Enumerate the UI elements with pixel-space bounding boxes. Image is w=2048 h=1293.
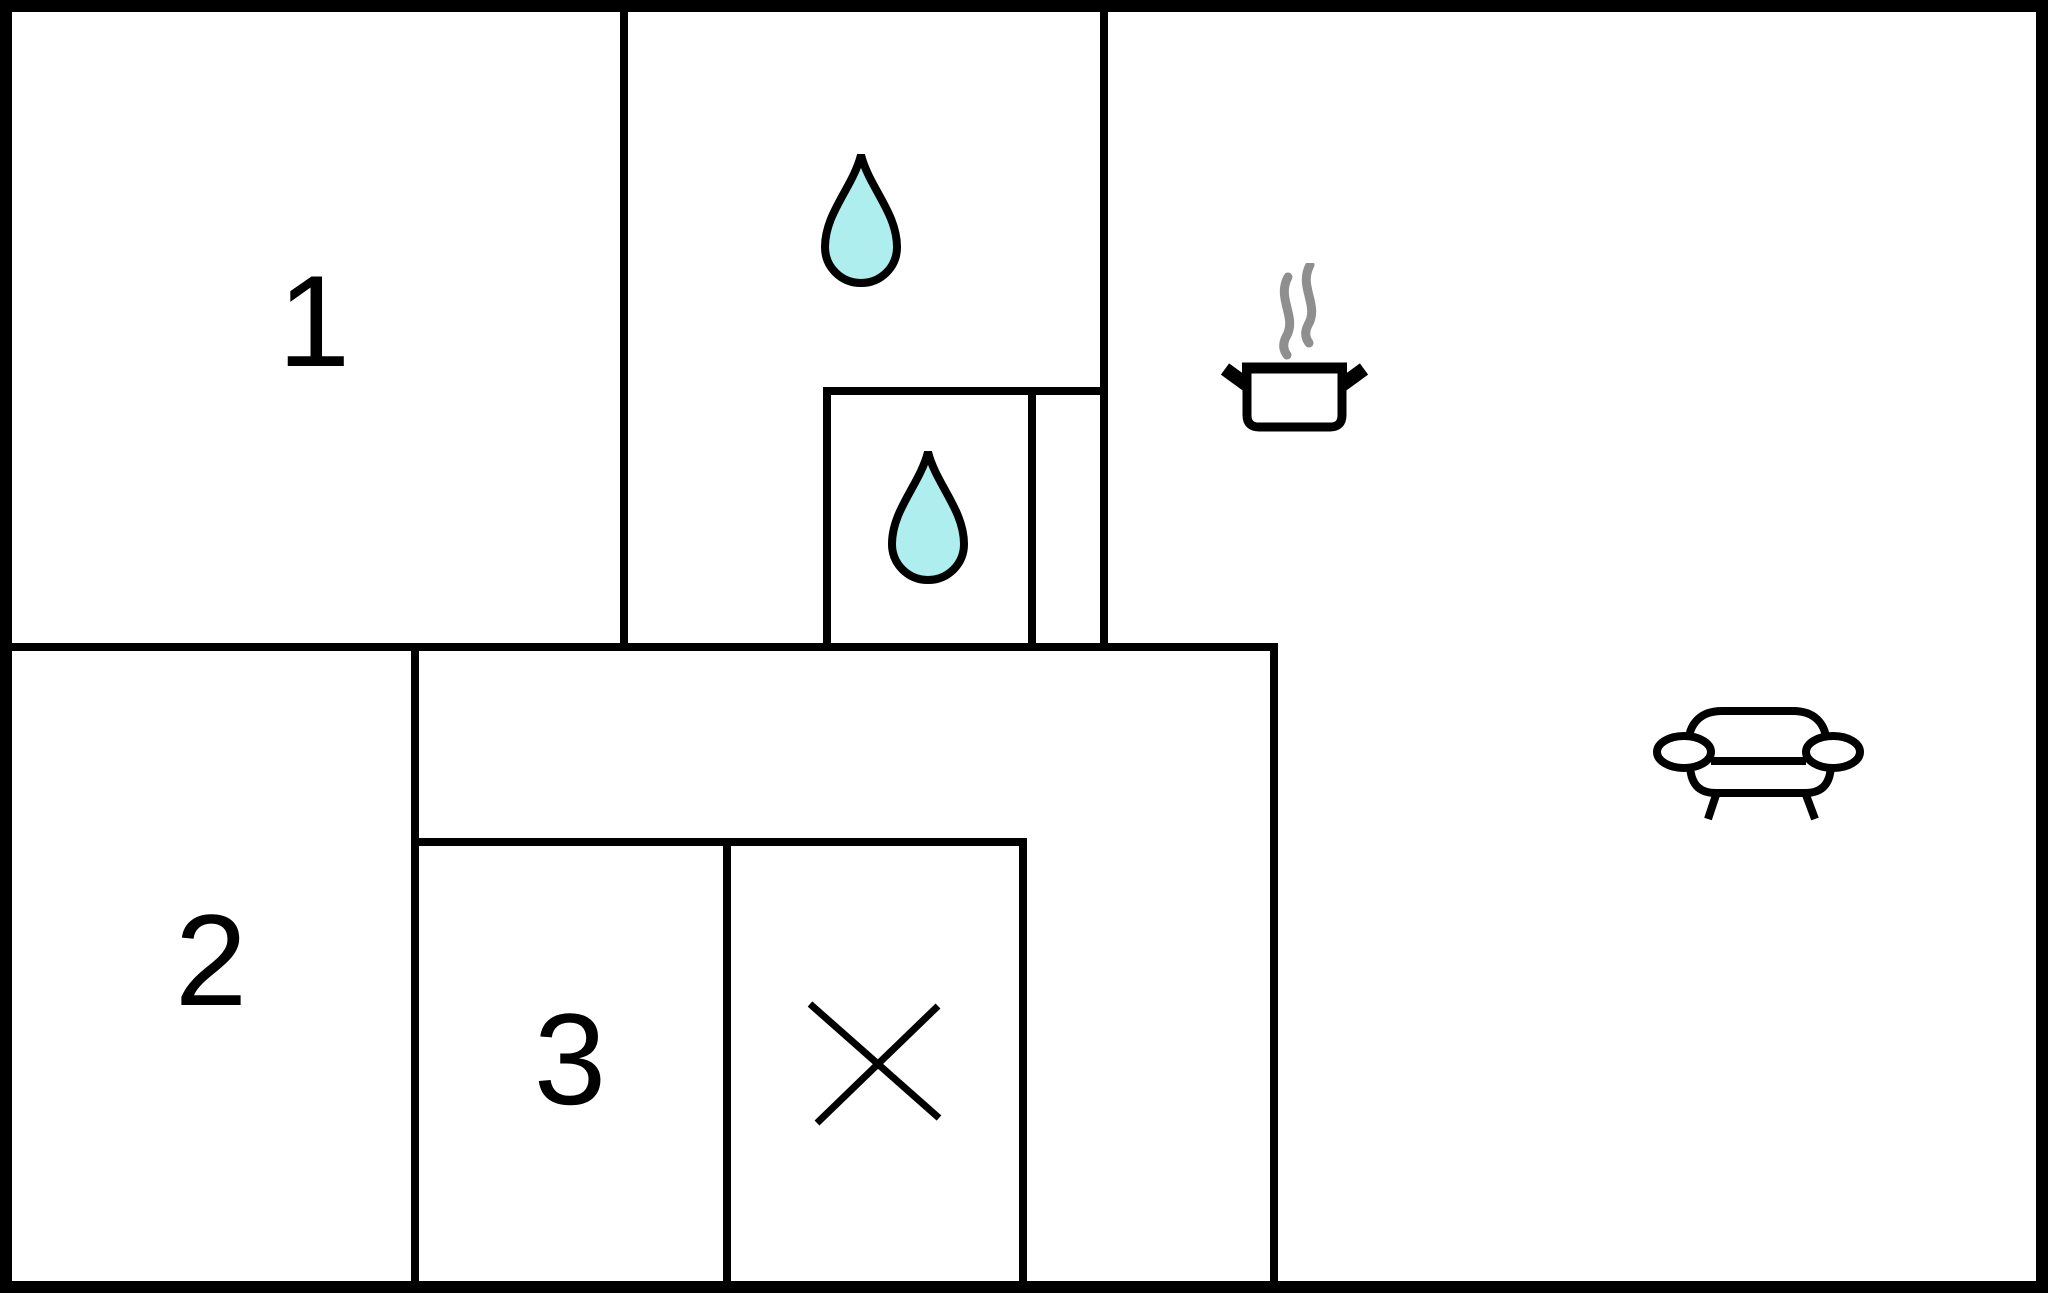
sofa-backrest <box>1683 707 1832 754</box>
steam-left <box>1279 272 1295 360</box>
sofa-leg-right <box>1802 793 1819 821</box>
wall-room2-right <box>411 643 419 1293</box>
wall-livingroom-left <box>1270 643 1278 1293</box>
pot-body <box>1242 368 1347 432</box>
x-mark-icon <box>807 1001 942 1126</box>
wall-innerbox-divider <box>1028 387 1036 651</box>
sofa-armrest-right <box>1802 732 1864 772</box>
cooking-pot-icon <box>1220 263 1369 432</box>
sofa-icon <box>1653 707 1864 821</box>
wall-xroom-right <box>1019 838 1027 1293</box>
wall-innerbox-top <box>823 387 1108 395</box>
wall-room3-top <box>411 838 1027 846</box>
sofa-leg-left <box>1704 793 1720 821</box>
wall-bathroom-right <box>1100 0 1108 651</box>
sofa-base <box>1686 762 1835 797</box>
wall-room3-right <box>723 838 731 1293</box>
sofa-armrest-left <box>1653 732 1715 772</box>
room-1-label: 1 <box>277 248 351 394</box>
wall-room1-right <box>620 0 628 651</box>
steam-right <box>1301 263 1317 348</box>
room-3-label: 3 <box>533 986 607 1132</box>
water-drop-icon <box>888 450 968 584</box>
wall-innerbox-left <box>823 387 831 651</box>
room-2-label: 2 <box>174 887 248 1033</box>
wall-main-horizontal <box>0 643 1278 651</box>
water-drop-icon <box>821 153 901 287</box>
